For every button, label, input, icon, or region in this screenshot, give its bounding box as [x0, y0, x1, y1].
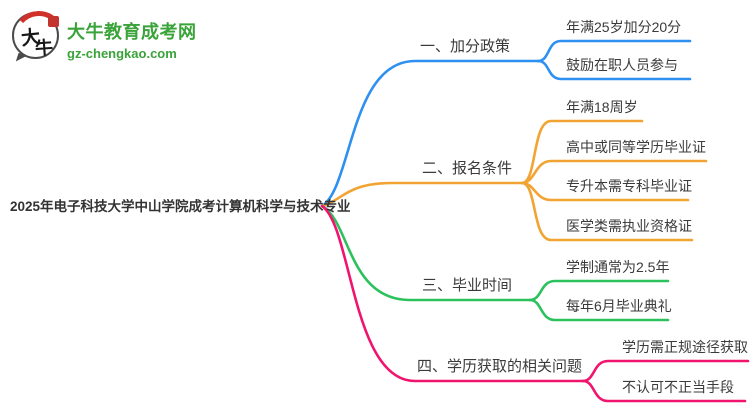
branch-2-child-1-line — [520, 119, 644, 185]
central-topic: 2025年电子科技大学中山学院成考计算机科学与技术专业 — [10, 199, 351, 214]
logo-text: 大牛教育成考网 gz-chengkao.com — [67, 12, 197, 61]
branch-1-child-2-line — [536, 59, 692, 81]
daniu-cow-icon: 大 牛 — [11, 8, 66, 65]
branch-3-child-2: 每年6月毕业典礼 — [566, 298, 672, 314]
branch-3-child-2-line — [528, 298, 670, 322]
branch-2-child-1: 年满18周岁 — [566, 99, 638, 115]
branch-3-label: 三、毕业时间 — [422, 277, 513, 294]
branch-1-label: 一、加分政策 — [420, 38, 511, 55]
branch-2-child-2: 高中或同等学历毕业证 — [566, 139, 706, 155]
branch-4-child-2: 不认可不正当手段 — [622, 379, 734, 395]
branch-2-child-4-line — [520, 181, 694, 242]
branch-2-line — [320, 181, 524, 208]
brand-url: gz-chengkao.com — [67, 46, 177, 61]
site-logo[interactable]: 大 牛 大牛教育成考网 gz-chengkao.com — [11, 8, 197, 65]
branch-4-child-1: 学历需正规途径获取 — [622, 339, 748, 355]
branch-2-label: 二、报名条件 — [422, 160, 513, 177]
branch-3-line — [320, 204, 532, 302]
branch-3-child-1: 学制通常为2.5年 — [566, 259, 670, 275]
branch-1-child-1: 年满25岁加分20分 — [566, 19, 682, 35]
branch-1-child-2: 鼓励在职人员参与 — [566, 57, 678, 73]
branch-4-line — [320, 204, 585, 383]
branch-4-label: 四、学历获取的相关问题 — [417, 358, 583, 375]
brand-name: 大牛教育成考网 — [67, 22, 197, 42]
logo-seal-stamp — [48, 16, 59, 27]
branch-1-line — [320, 59, 540, 208]
branch-4-child-2-line — [581, 379, 747, 403]
logo-char-niu: 牛 — [34, 37, 54, 59]
branch-2-child-3: 专升本需专科毕业证 — [566, 178, 692, 194]
branch-2-child-4: 医学类需执业资格证 — [566, 218, 692, 234]
